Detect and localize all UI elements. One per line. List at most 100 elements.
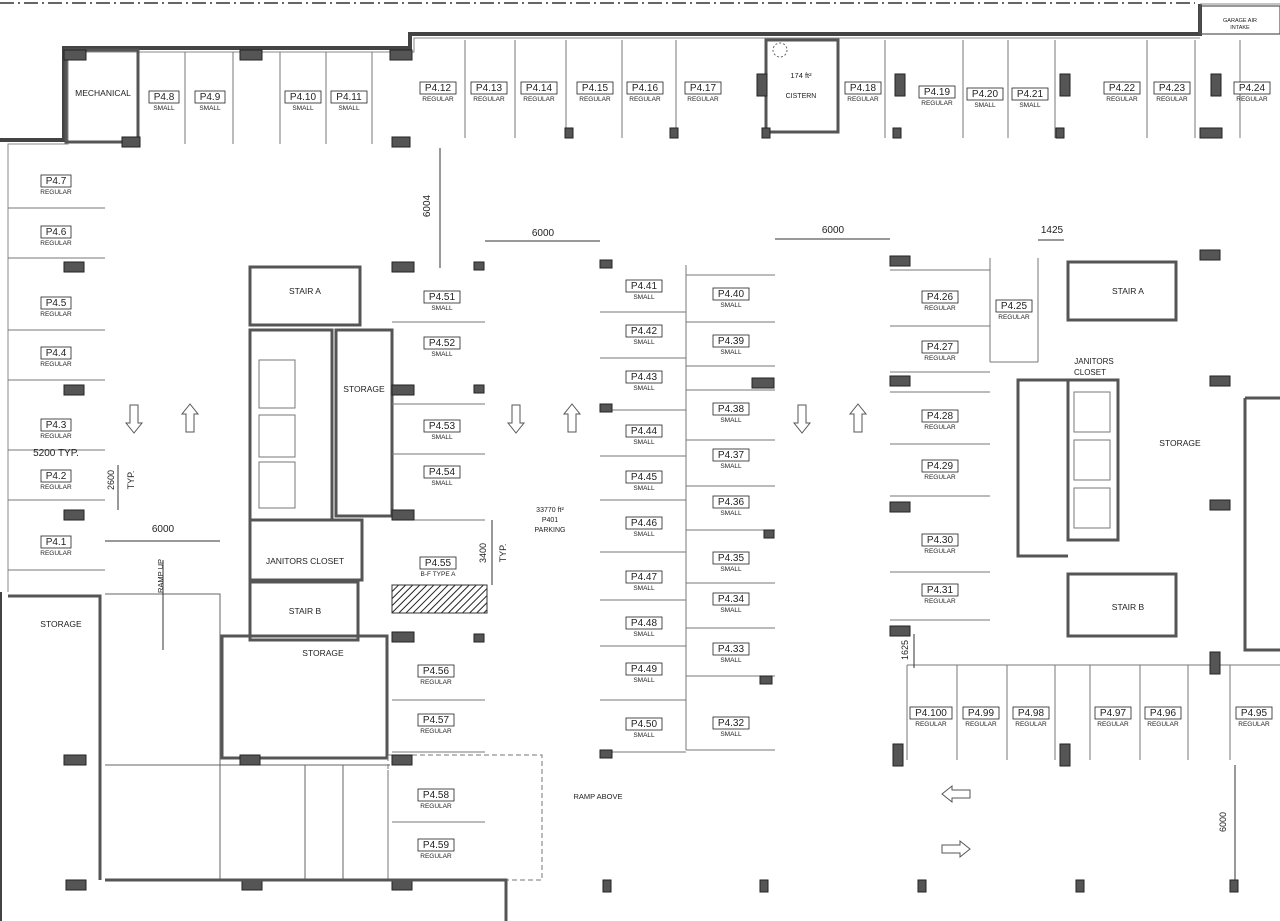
stall-type: SMALL [633, 677, 655, 684]
stall-type: REGULAR [924, 598, 956, 605]
stall-type: REGULAR [40, 550, 72, 557]
stall-type: SMALL [633, 631, 655, 638]
dimension-d2600: 2600 [106, 470, 116, 490]
stall-type: SMALL [633, 585, 655, 592]
stall-tag-box [576, 81, 614, 95]
stall-id: P4.34 [718, 594, 745, 605]
stall-type: REGULAR [40, 361, 72, 368]
room-label-stair-b-right: STAIR B [1112, 602, 1145, 612]
stall-tag-box [921, 583, 959, 597]
room-label-cistern-area: 174 ft² [790, 71, 812, 80]
stall-tag-box [995, 299, 1033, 313]
stall-type: REGULAR [420, 803, 452, 810]
storage-center-room [334, 328, 394, 518]
stall-id: P4.55 [425, 558, 452, 569]
stall-tag-box [625, 470, 663, 484]
cistern-room [764, 38, 840, 134]
stall-id: P4.43 [631, 372, 658, 383]
stall-tag-box [625, 662, 663, 676]
room-label-garage-air-2: INTAKE [1230, 25, 1250, 31]
stall-tag-box [419, 81, 457, 95]
stall-type: REGULAR [579, 96, 611, 103]
stall-id: P4.32 [718, 718, 745, 729]
right-core [1016, 260, 1280, 652]
stall-type: SMALL [431, 351, 453, 358]
stall-id: P4.47 [631, 572, 658, 583]
stall-id: P4.5 [46, 298, 67, 309]
stall-id: P4.54 [429, 467, 456, 478]
stall-type: REGULAR [965, 721, 997, 728]
room-label-cistern: CISTERN [786, 93, 817, 100]
stall-id: P4.13 [476, 83, 503, 94]
stall-id: P4.11 [336, 92, 362, 103]
stall-id: P4.40 [718, 289, 745, 300]
stall-id: P4.27 [927, 342, 954, 353]
stall-type: REGULAR [40, 189, 72, 196]
room-label-ramp-above: RAMP ABOVE [573, 792, 622, 801]
stall-type: SMALL [633, 439, 655, 446]
stall-id: P4.46 [631, 518, 658, 529]
stall-tag-box [712, 287, 750, 301]
stall-tag-box [40, 174, 72, 188]
stall-id: P4.30 [927, 535, 954, 546]
stall-id: P4.41 [631, 281, 658, 292]
stall-tag-box [419, 556, 457, 570]
stall-id: P4.18 [850, 83, 877, 94]
stall-id: P4.59 [423, 840, 450, 851]
stall-tag-box [909, 706, 953, 720]
stall-tag-box [148, 90, 180, 104]
stall-tag-box [684, 81, 722, 95]
stall-id: P4.53 [429, 421, 456, 432]
room-label-parking-tag: P401 [542, 517, 558, 524]
stall-id: P4.16 [632, 83, 659, 94]
stall-id: P4.35 [718, 553, 745, 564]
stall-type: SMALL [720, 566, 742, 573]
stall-tag-box [921, 340, 959, 354]
stall-type: REGULAR [40, 433, 72, 440]
stall-tag-box [40, 296, 72, 310]
stall-tag-box [921, 533, 959, 547]
stall-type: SMALL [633, 385, 655, 392]
stall-tag-box [921, 290, 959, 304]
stall-tag-box [625, 570, 663, 584]
room-label-storage-center: STORAGE [343, 384, 385, 394]
stall-tag-box [417, 664, 455, 678]
stall-type: SMALL [720, 731, 742, 738]
stall-tag-box [40, 346, 72, 360]
stall-type: SMALL [720, 510, 742, 517]
direction-arrows [124, 403, 971, 859]
stall-tag-box [470, 81, 508, 95]
dimension-d3400: 3400 [478, 543, 488, 563]
ramp-above-outline [387, 754, 543, 881]
stall-type: REGULAR [924, 355, 956, 362]
stall-tag-box [423, 336, 461, 350]
stall-id: P4.21 [1017, 89, 1044, 100]
top-stall-lines [184, 40, 1241, 144]
stall-id: P4.2 [46, 471, 67, 482]
stall-type: REGULAR [40, 311, 72, 318]
stall-tag-box [1235, 706, 1273, 720]
stall-tag-box [40, 469, 72, 483]
dimension-lines [105, 148, 1236, 880]
stall-type: SMALL [153, 105, 175, 112]
